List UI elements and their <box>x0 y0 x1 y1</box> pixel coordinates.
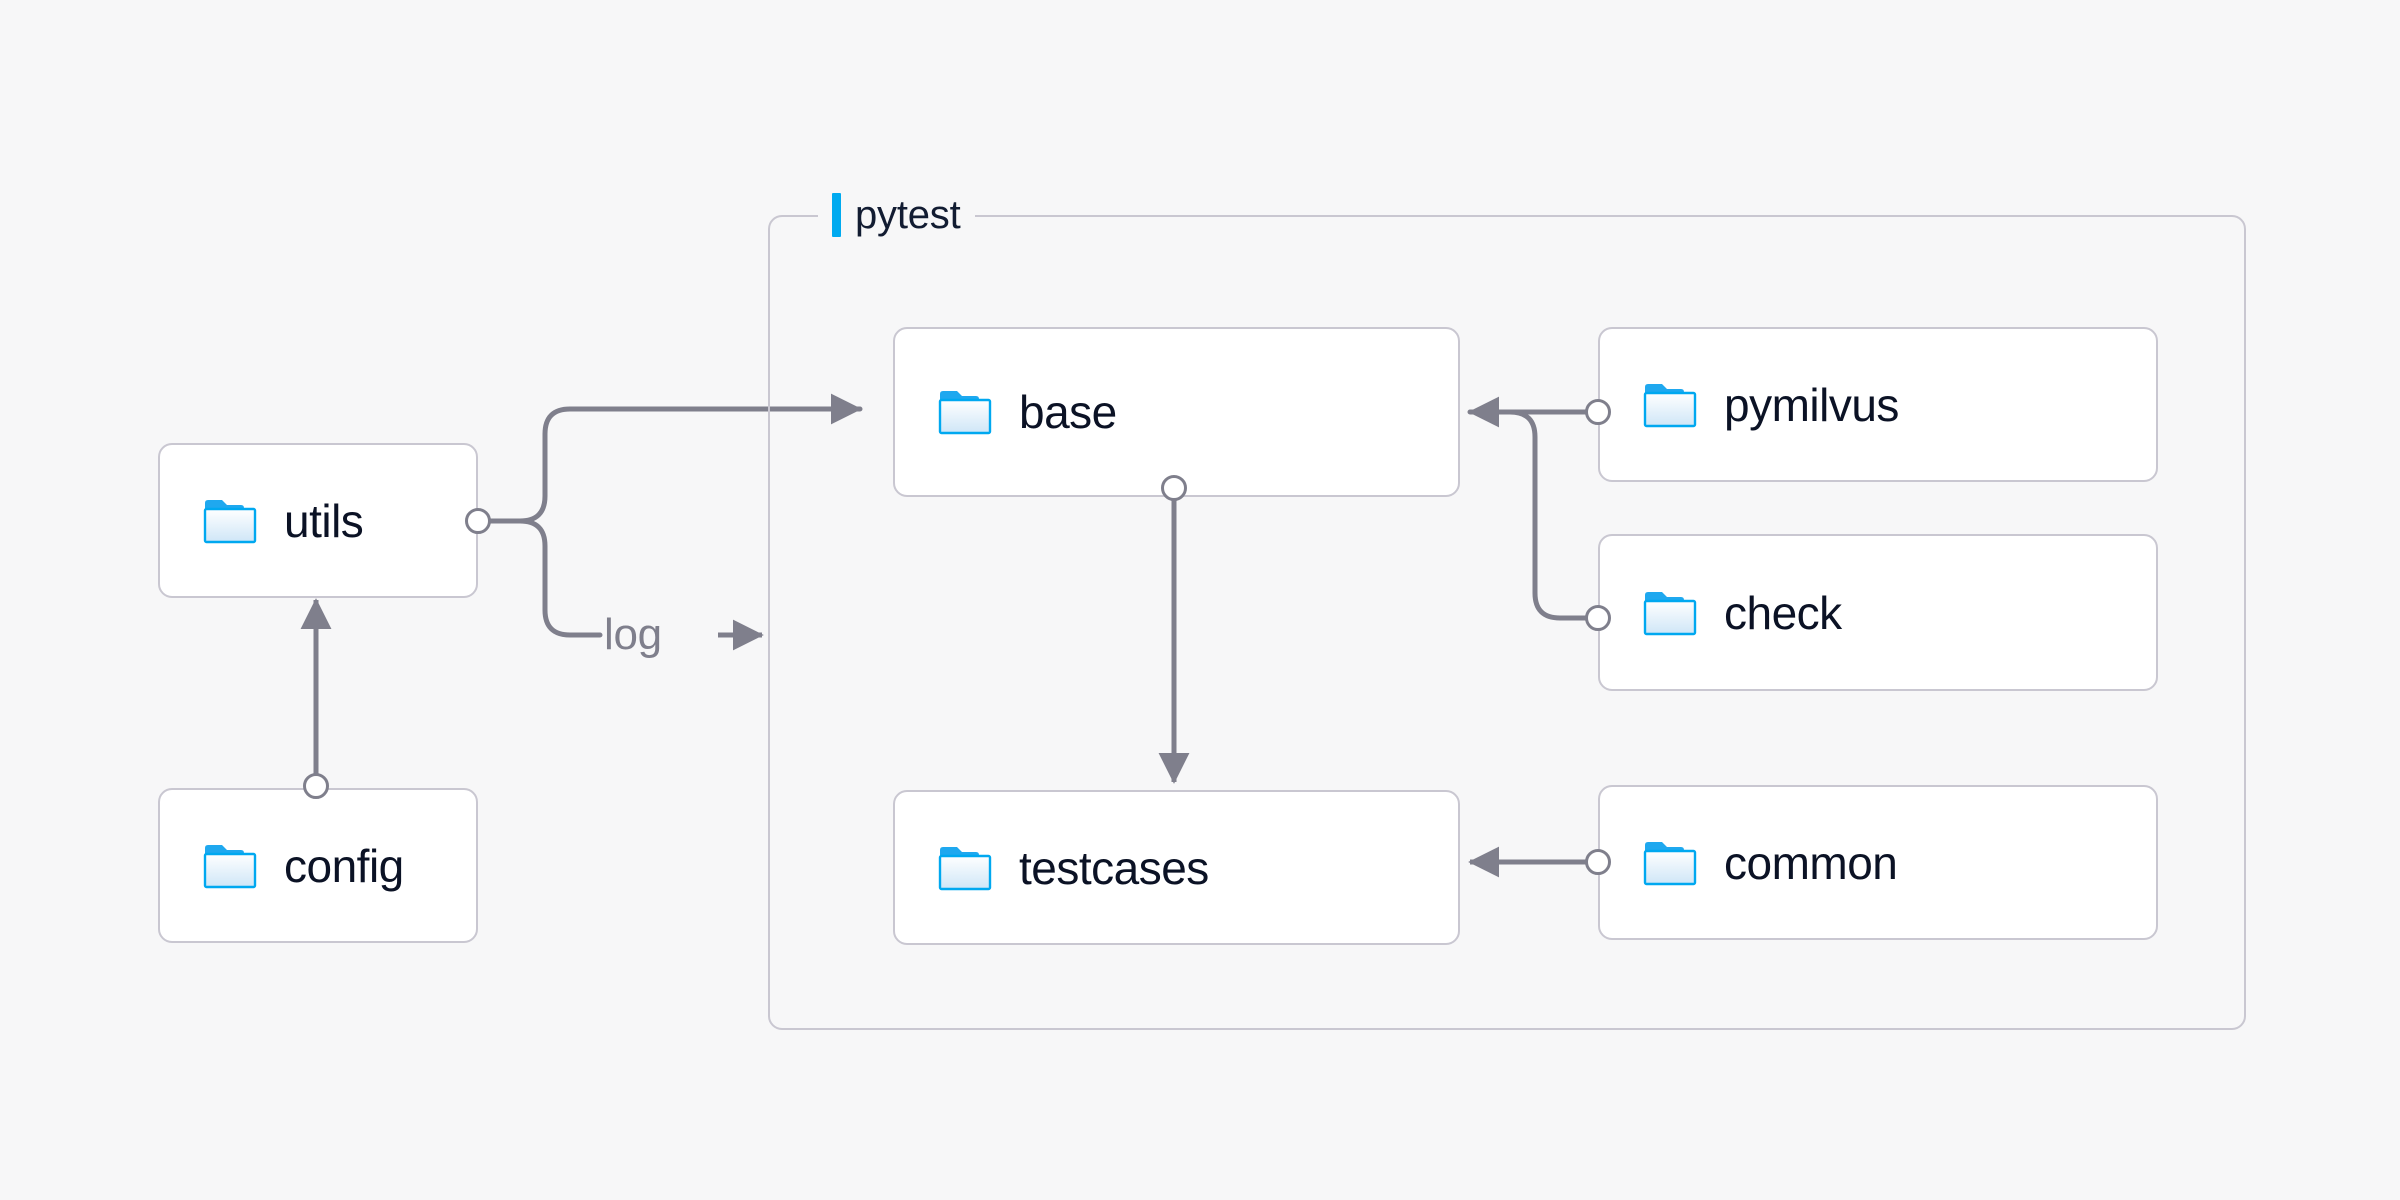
node-check-label: check <box>1724 586 1842 639</box>
node-utils[interactable]: utils <box>158 443 478 598</box>
port-check-left[interactable] <box>1585 605 1611 631</box>
node-base[interactable]: base <box>893 327 1460 497</box>
group-title-text: pytest <box>855 193 961 237</box>
node-common-label: common <box>1724 836 1898 889</box>
node-config-label: config <box>284 839 404 892</box>
node-pymilvus[interactable]: pymilvus <box>1598 327 2158 482</box>
folder-icon <box>1643 841 1697 885</box>
port-utils-right[interactable] <box>465 508 491 534</box>
folder-icon <box>203 844 257 888</box>
folder-icon <box>203 499 257 543</box>
node-testcases-label: testcases <box>1019 841 1209 894</box>
folder-icon <box>938 391 992 435</box>
node-check[interactable]: check <box>1598 534 2158 691</box>
folder-icon <box>1643 383 1697 427</box>
node-utils-label: utils <box>284 494 364 547</box>
group-pytest-label: pytest <box>818 192 975 238</box>
port-base-bottom[interactable] <box>1161 475 1187 501</box>
group-pytest[interactable] <box>768 215 2246 1030</box>
folder-icon <box>938 846 992 890</box>
port-common-left[interactable] <box>1585 849 1611 875</box>
node-testcases[interactable]: testcases <box>893 790 1460 945</box>
port-pymilvus-left[interactable] <box>1585 399 1611 425</box>
folder-icon <box>1643 591 1697 635</box>
group-accent-bar <box>832 193 841 237</box>
port-config-top[interactable] <box>303 773 329 799</box>
node-base-label: base <box>1019 386 1117 438</box>
node-config[interactable]: config <box>158 788 478 943</box>
node-common[interactable]: common <box>1598 785 2158 940</box>
node-pymilvus-label: pymilvus <box>1724 378 1899 431</box>
edge-label-log: log <box>604 610 662 659</box>
